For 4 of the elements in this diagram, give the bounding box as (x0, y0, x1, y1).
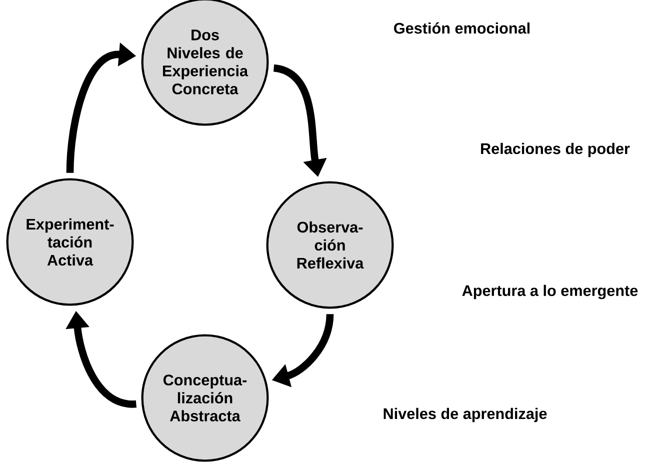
side-note: Apertura a lo emergente (462, 284, 638, 300)
side-note: Gestión emocional (394, 22, 530, 34)
side-note: Relaciones de poder (481, 142, 630, 158)
side-note: Niveles de aprendizaje (384, 408, 547, 422)
